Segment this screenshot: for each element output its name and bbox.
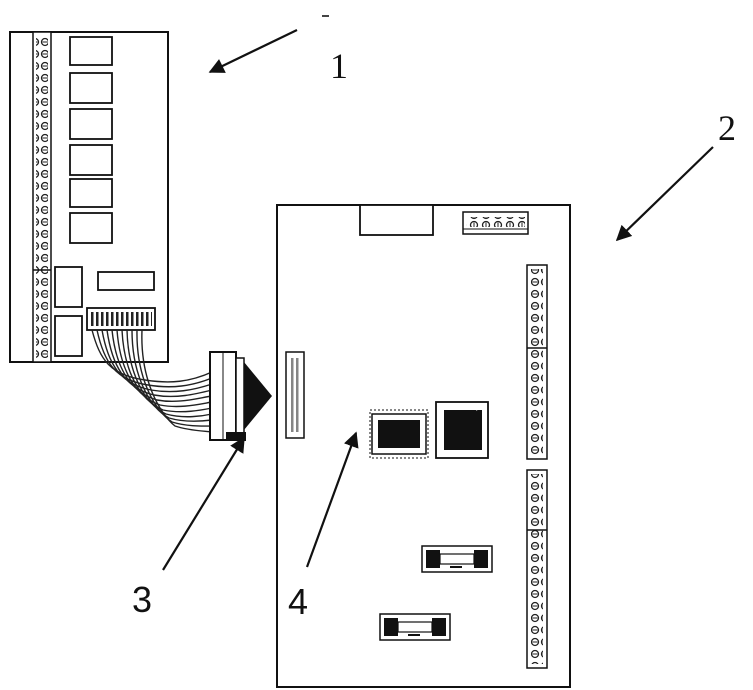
label-4: 4 xyxy=(288,581,308,622)
relay-4 xyxy=(69,144,113,176)
fuse-holder-1 xyxy=(421,545,493,573)
cable-plug xyxy=(209,351,272,441)
chip-qfp-right xyxy=(435,401,489,459)
relay-3 xyxy=(69,108,113,140)
fuse-holder-2 xyxy=(379,613,451,641)
component-c xyxy=(97,271,155,291)
relay-5 xyxy=(69,178,113,208)
board-2-top-connector xyxy=(359,204,434,236)
component-a xyxy=(54,266,83,308)
chip-qfp-left xyxy=(369,409,429,459)
arrow-2 xyxy=(615,146,714,242)
arrow-3 xyxy=(162,436,245,571)
arrow-1 xyxy=(208,29,298,73)
label-2: 2 xyxy=(718,108,736,148)
ribbon-cable xyxy=(91,329,213,433)
component-b xyxy=(54,315,83,357)
board-2 xyxy=(276,204,571,688)
relay-1 xyxy=(69,36,113,66)
plug-arrow xyxy=(244,362,272,430)
arrow-4 xyxy=(305,431,359,568)
board-1-terminal-screws xyxy=(36,36,48,358)
relay-2 xyxy=(69,72,113,104)
label-1: 1 xyxy=(330,46,348,86)
relay-6 xyxy=(69,212,113,244)
label-3: 3 xyxy=(132,579,152,620)
board-1 xyxy=(9,31,169,363)
